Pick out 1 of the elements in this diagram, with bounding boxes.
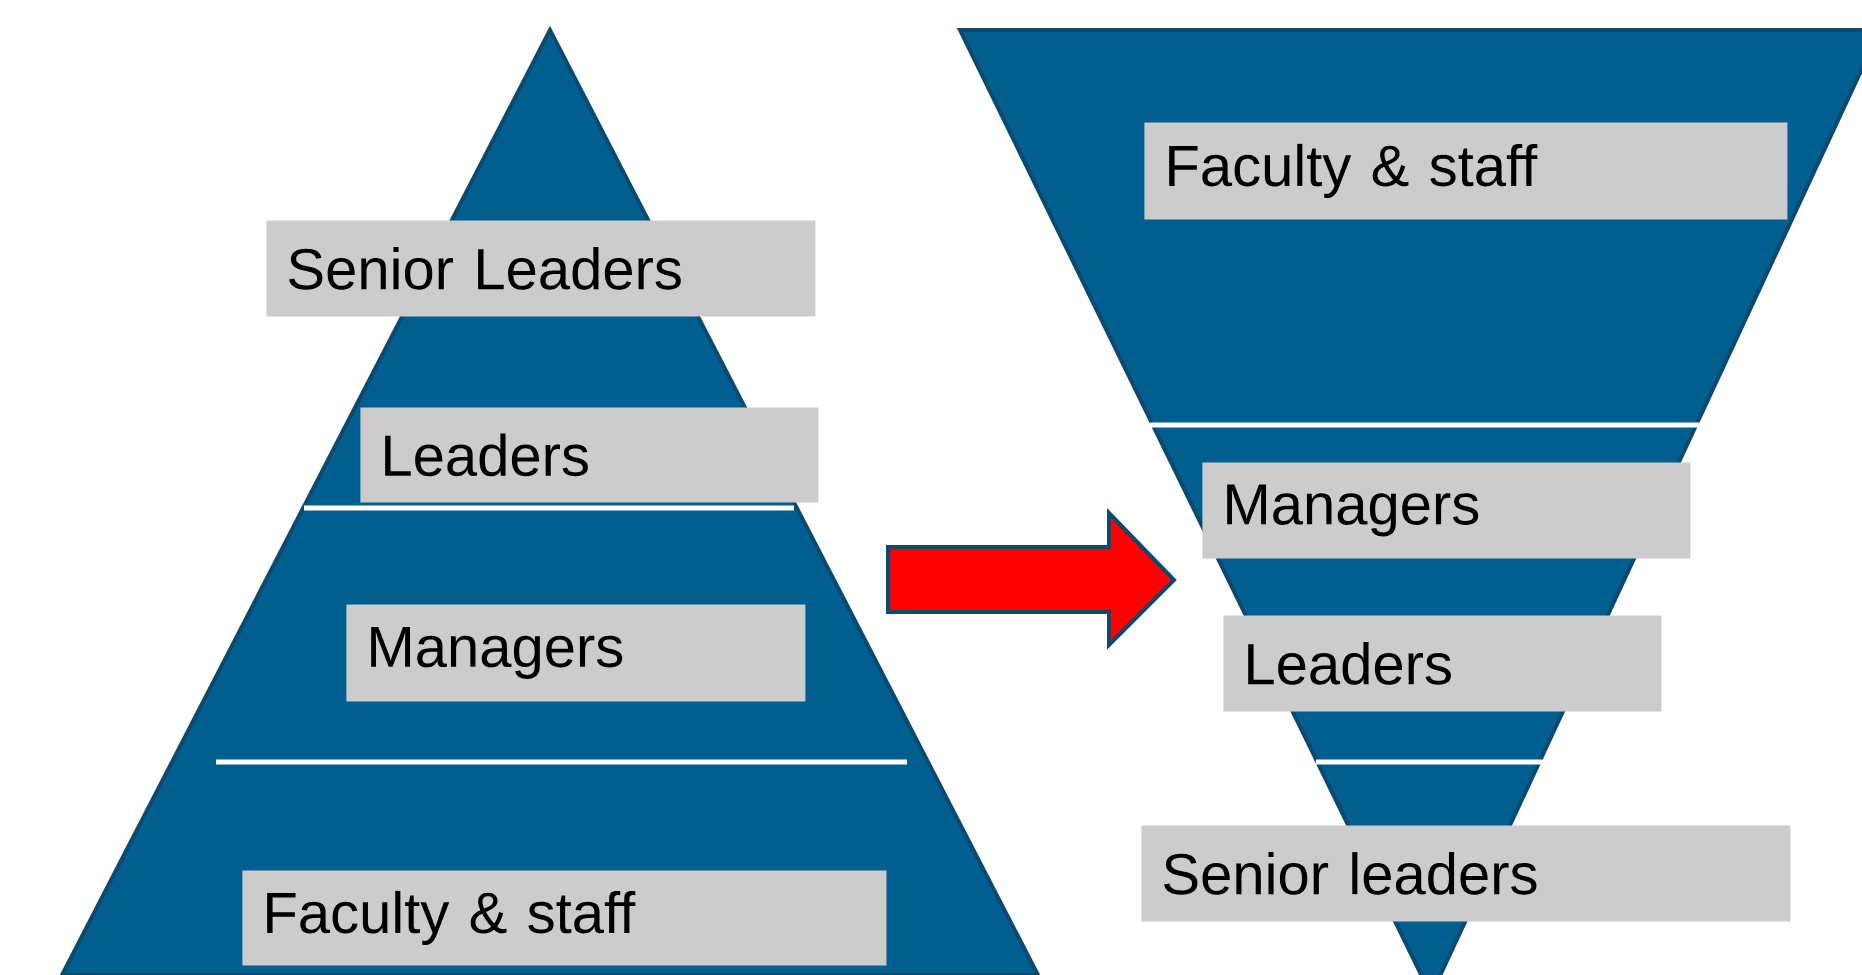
block-arrow [886, 508, 1177, 650]
